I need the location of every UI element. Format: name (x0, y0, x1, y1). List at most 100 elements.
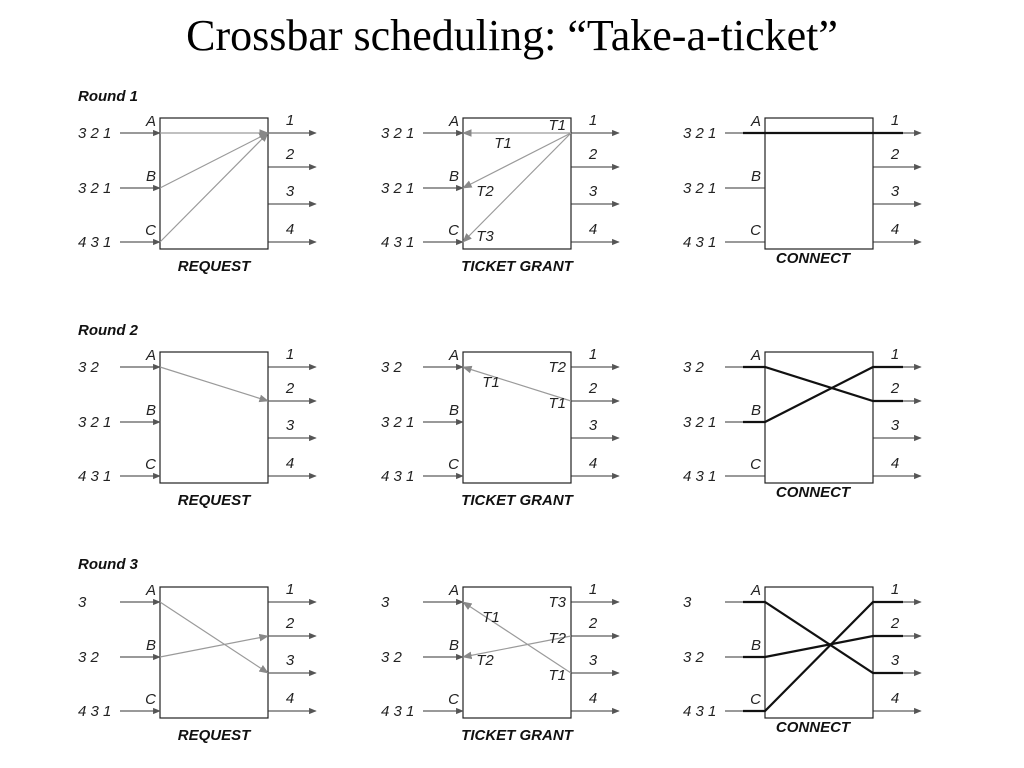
input-label-a: A (145, 113, 156, 130)
grant-arrow-1-b (462, 132, 572, 189)
connect-panel-round-2-caption: CONNECT (776, 484, 852, 501)
connect-panel-round-3-box (764, 586, 874, 719)
input-label-c: C (750, 691, 761, 708)
input-label-c: C (750, 222, 761, 239)
output-label-3: 3 (891, 652, 900, 669)
round-label: Round 3 (78, 556, 139, 573)
output-label-4: 4 (891, 221, 899, 238)
grant-in-ticket: T1 (494, 135, 512, 152)
grant-panel-round-3-caption: TICKET GRANT (461, 727, 574, 744)
input-label-b: B (146, 637, 156, 654)
input-label-a: A (750, 113, 761, 130)
input-label-a: A (448, 347, 459, 364)
output-label-2: 2 (588, 146, 598, 163)
output-label-2: 2 (285, 615, 295, 632)
input-label-b: B (449, 637, 459, 654)
connection-a-3 (743, 600, 903, 675)
input-queue-c: 4 3 1 (381, 468, 414, 485)
input-queue-c: 4 3 1 (381, 703, 414, 720)
output-label-2: 2 (588, 380, 598, 397)
input-label-c: C (145, 691, 156, 708)
input-queue-c: 4 3 1 (683, 703, 716, 720)
grant-panel-round-1-caption: TICKET GRANT (461, 258, 574, 275)
grant-panel-round-3-box (462, 586, 572, 719)
output-label-1: 1 (891, 112, 899, 129)
input-queue-c: 4 3 1 (683, 234, 716, 251)
output-label-1: 1 (589, 581, 597, 598)
connect-panel-round-1-caption: CONNECT (776, 250, 852, 267)
grant-in-ticket: T1 (482, 609, 500, 626)
input-queue-b: 3 2 1 (683, 180, 716, 197)
input-label-b: B (449, 402, 459, 419)
input-label-b: B (751, 637, 761, 654)
grant-arrow-3-a (462, 601, 572, 674)
output-label-1: 1 (286, 581, 294, 598)
request-panel-round-3-caption: REQUEST (178, 727, 252, 744)
connection-a-2 (743, 365, 903, 403)
request-panel-round-3-box (159, 586, 269, 719)
input-queue-c: 4 3 1 (78, 234, 111, 251)
grant-panel-round-1-box (462, 117, 572, 250)
output-label-4: 4 (891, 690, 899, 707)
grant-in-ticket: T1 (482, 374, 500, 391)
output-label-3: 3 (589, 183, 598, 200)
input-label-a: A (145, 347, 156, 364)
grant-out-ticket: T1 (548, 117, 566, 134)
output-label-3: 3 (891, 183, 900, 200)
output-label-3: 3 (891, 417, 900, 434)
connect-panel-round-2-box (764, 351, 874, 484)
request-arrow-a-2 (159, 366, 269, 403)
input-queue-c: 4 3 1 (78, 703, 111, 720)
request-arrow-b-2 (159, 633, 269, 658)
output-label-1: 1 (589, 112, 597, 129)
output-label-4: 4 (891, 455, 899, 472)
grant-arrow-2-b (462, 635, 572, 660)
input-queue-c: 4 3 1 (381, 234, 414, 251)
input-queue-a: 3 (683, 594, 692, 611)
round-label: Round 1 (78, 88, 138, 105)
output-label-2: 2 (890, 146, 900, 163)
connect-panel-round-3-caption: CONNECT (776, 719, 852, 736)
input-queue-a: 3 2 (78, 359, 100, 376)
input-label-a: A (448, 113, 459, 130)
output-label-4: 4 (286, 221, 294, 238)
output-label-2: 2 (890, 380, 900, 397)
input-queue-b: 3 2 1 (683, 414, 716, 431)
output-label-1: 1 (589, 346, 597, 363)
output-label-4: 4 (589, 221, 597, 238)
input-queue-a: 3 2 (381, 359, 403, 376)
input-label-b: B (751, 402, 761, 419)
output-label-3: 3 (286, 652, 295, 669)
grant-in-ticket: T2 (476, 652, 494, 669)
input-queue-a: 3 (78, 594, 87, 611)
input-queue-a: 3 2 1 (381, 125, 414, 142)
connection-c-1 (743, 600, 903, 713)
input-queue-a: 3 2 1 (78, 125, 111, 142)
input-queue-b: 3 2 (78, 649, 100, 666)
request-panel-round-1-box (159, 117, 269, 250)
output-label-4: 4 (589, 690, 597, 707)
input-queue-b: 3 2 (683, 649, 705, 666)
input-queue-b: 3 2 1 (381, 180, 414, 197)
grant-arrow-1-c (462, 132, 572, 243)
output-label-1: 1 (891, 581, 899, 598)
input-label-a: A (145, 582, 156, 599)
input-label-c: C (750, 456, 761, 473)
grant-out-ticket: T2 (548, 630, 566, 647)
input-label-c: C (145, 456, 156, 473)
input-label-c: C (448, 222, 459, 239)
grant-out-ticket: T1 (548, 395, 566, 412)
grant-panel-round-2-caption: TICKET GRANT (461, 492, 574, 509)
output-label-2: 2 (588, 615, 598, 632)
input-queue-b: 3 2 1 (78, 180, 111, 197)
output-label-2: 2 (285, 146, 295, 163)
input-queue-a: 3 2 (683, 359, 705, 376)
input-label-c: C (145, 222, 156, 239)
grant-waiting-ticket: T3 (548, 594, 566, 611)
output-label-3: 3 (589, 417, 598, 434)
connection-b-2 (743, 634, 903, 659)
input-queue-b: 3 2 1 (78, 414, 111, 431)
round-label: Round 2 (78, 322, 139, 339)
input-label-b: B (146, 168, 156, 185)
input-label-c: C (448, 456, 459, 473)
